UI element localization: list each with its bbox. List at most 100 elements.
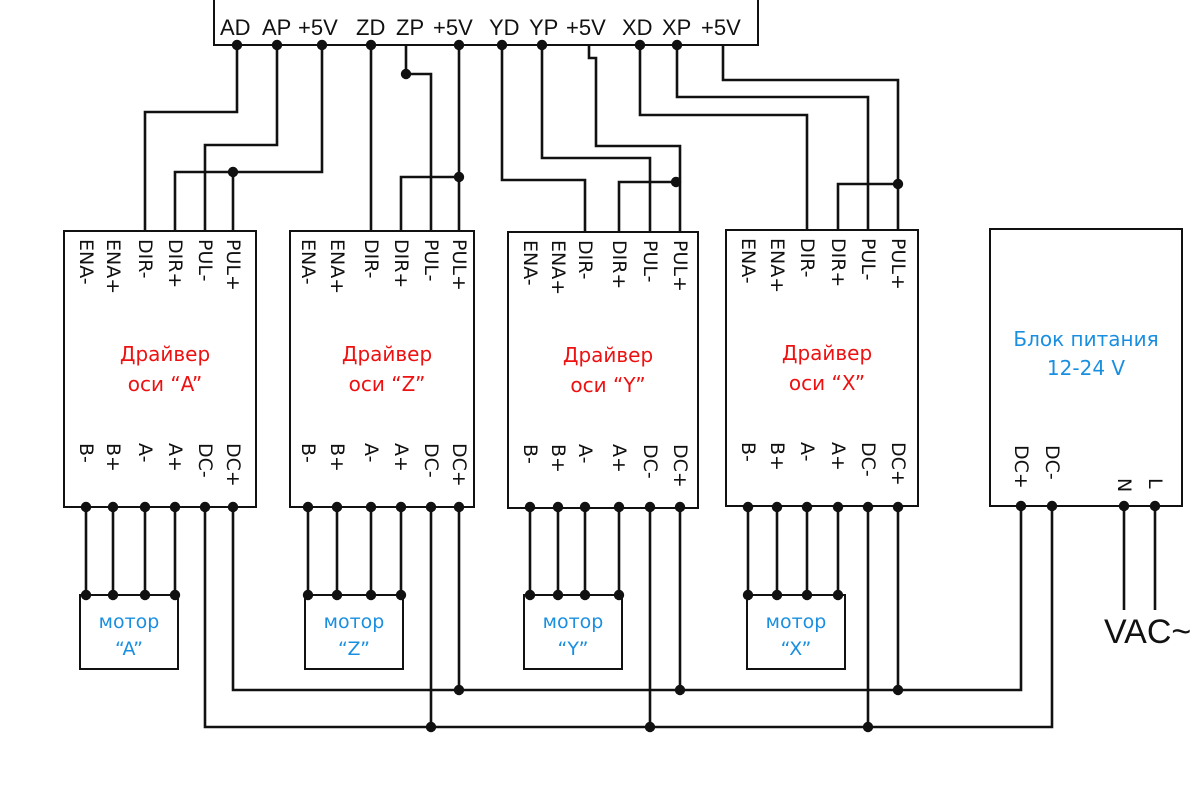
motor-box-x: [746, 594, 846, 670]
driver-pin-label: PUL+: [887, 238, 909, 290]
junction-dot: [801, 501, 813, 513]
junction-dot: [742, 589, 754, 601]
junction-dot: [1015, 500, 1027, 512]
junction-dot: [771, 589, 783, 601]
junction-dot: [771, 501, 783, 513]
motor-box-a: [79, 594, 179, 670]
driver-axis-label: оси “A”: [128, 372, 203, 396]
power-supply-box: [989, 228, 1183, 507]
wire-yp-pul: [540, 45, 652, 232]
driver-pin-label: A-: [796, 442, 818, 461]
driver-pin-label: DIR-: [574, 240, 596, 280]
driver-axis-label: оси “Y”: [570, 373, 645, 397]
junction-dot: [832, 589, 844, 601]
driver-pin-label: DIR-: [796, 238, 818, 278]
driver-pin-label: DC-: [857, 442, 879, 477]
driver-pin-label: ENA+: [766, 238, 788, 293]
wire-dc-minus-bus: [203, 506, 1054, 729]
component-boxes: [63, 0, 1183, 670]
junction-dot: [1149, 500, 1161, 512]
driver-pin-label: ENA+: [547, 240, 569, 295]
junction-dot: [400, 68, 412, 80]
driver-pin-label: PUL-: [194, 239, 216, 281]
wire-5v-z-dir: [399, 175, 459, 231]
driver-pin-label: DIR+: [390, 239, 412, 288]
driver-pin-label: PUL-: [857, 238, 879, 280]
controller-pin-label: YP: [529, 15, 558, 40]
motor-box-z: [304, 594, 404, 670]
driver-box-a: [63, 230, 257, 508]
driver-pin-label: DC-: [639, 444, 661, 479]
driver-pin-label: DIR+: [827, 238, 849, 287]
junction-dot: [674, 501, 686, 513]
junction-dot: [1118, 500, 1130, 512]
driver-pin-label: PUL+: [669, 240, 691, 292]
motor-box-y: [523, 594, 623, 670]
junction-dot: [227, 166, 239, 178]
driver-pin-label: B-: [297, 443, 319, 463]
wires: [84, 45, 1157, 729]
controller-pin-label: AD: [220, 15, 251, 40]
junction-dot: [139, 501, 151, 513]
junction-dot: [139, 589, 151, 601]
driver-pin-label: B-: [737, 442, 759, 462]
wire-dc-plus-bus: [231, 506, 1023, 692]
junction-dot: [832, 501, 844, 513]
junction-dot: [227, 501, 239, 513]
driver-pin-label: A+: [164, 443, 186, 472]
junction-dot: [453, 171, 465, 183]
junction-dot: [453, 684, 465, 696]
junction-dot: [169, 589, 181, 601]
driver-pin-label: ENA-: [75, 239, 97, 285]
controller-pin-label: XD: [622, 15, 653, 40]
driver-axis-label: оси “X”: [789, 371, 865, 395]
driver-pin-label: DC+: [222, 443, 244, 487]
junction-dot: [331, 501, 343, 513]
controller-pin-label: +5V: [298, 15, 338, 40]
power-supply-pin-label: DC-: [1041, 445, 1063, 480]
junction-dot: [199, 501, 211, 513]
driver-pin-label: DC-: [420, 443, 442, 478]
junction-dot: [674, 684, 686, 696]
controller-pin-label: XP: [662, 15, 691, 40]
controller-pin-label: YD: [489, 15, 520, 40]
driver-title: Драйвер: [120, 342, 210, 366]
driver-title: Драйвер: [563, 343, 653, 367]
driver-pin-label: DIR+: [164, 239, 186, 288]
driver-pin-label: DIR+: [608, 240, 630, 289]
driver-pin-label: ENA-: [297, 239, 319, 285]
junction-dot: [862, 721, 874, 733]
junction-dot: [107, 501, 119, 513]
junction-dot: [862, 501, 874, 513]
power-supply-voltage: 12-24 V: [1047, 356, 1125, 380]
motor-title: мотор: [99, 611, 160, 633]
junction-dot: [1046, 500, 1058, 512]
motor-title: мотор: [324, 611, 385, 633]
motor-axis-label: “X”: [781, 638, 812, 660]
junction-dot: [671, 39, 683, 51]
junction-dot: [231, 39, 243, 51]
motor-axis-label: “Y”: [558, 638, 589, 660]
driver-pin-label: DC+: [887, 442, 909, 486]
junction-dot: [892, 684, 904, 696]
wire-5v-y-dir: [617, 180, 680, 232]
controller-pin-label: +5V: [701, 15, 741, 40]
junction-dots: [80, 39, 1161, 733]
power-supply-pin-label: L: [1144, 478, 1166, 489]
driver-pin-label: PUL+: [222, 239, 244, 291]
wire-5v-a-dir: [173, 45, 324, 231]
driver-pin-label: ENA+: [326, 239, 348, 294]
junction-dot: [536, 39, 548, 51]
motor-axis-label: “A”: [115, 638, 143, 660]
junction-dot: [644, 721, 656, 733]
driver-pin-label: B+: [326, 443, 348, 472]
controller-pin-label: +5V: [433, 15, 473, 40]
driver-pin-label: B+: [547, 444, 569, 473]
driver-pin-label: B-: [75, 443, 97, 463]
driver-title: Драйвер: [782, 341, 872, 365]
controller-pin-label: +5V: [566, 15, 606, 40]
junction-dot: [634, 39, 646, 51]
junction-dot: [316, 39, 328, 51]
